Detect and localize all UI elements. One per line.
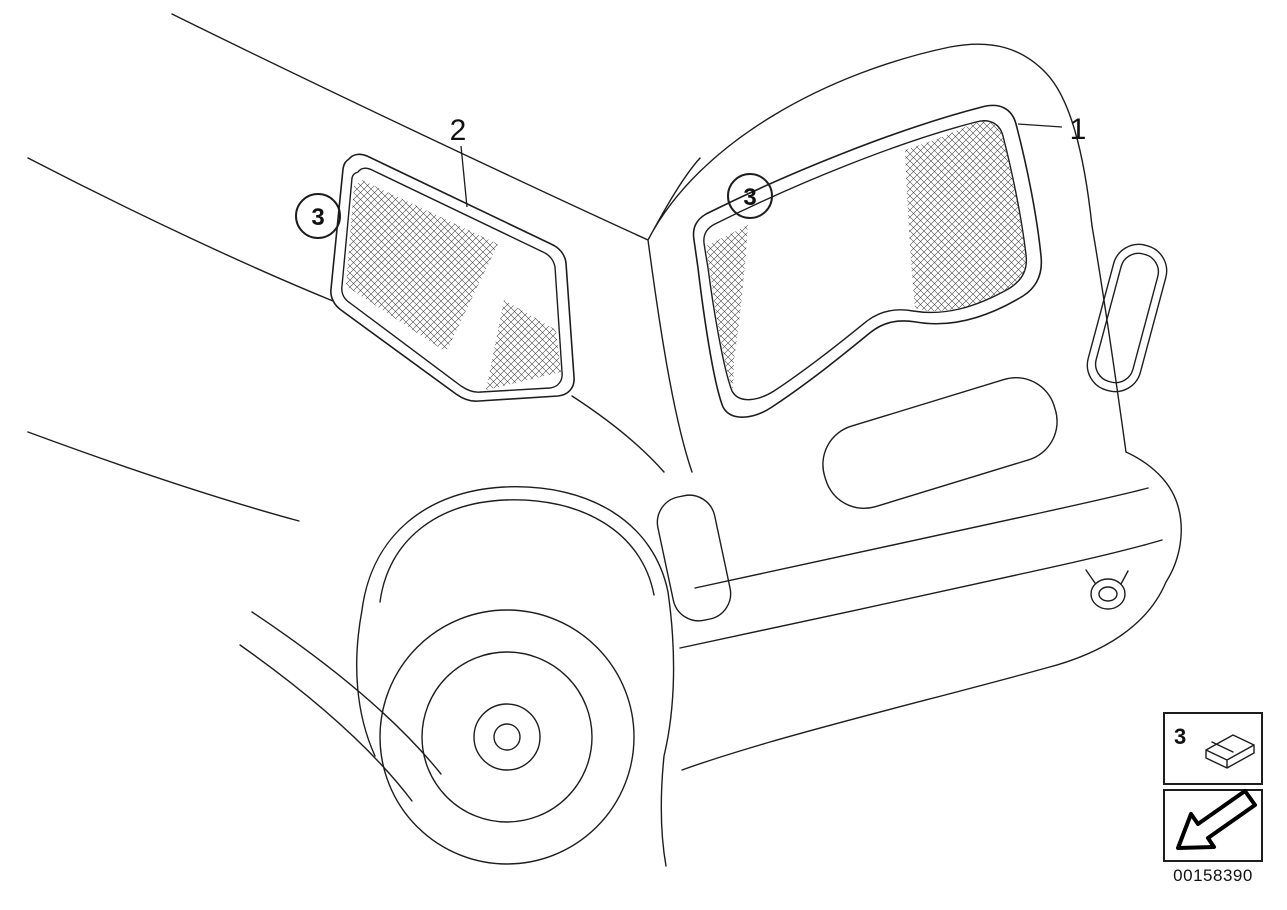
rear-shade-hatch-left-strip bbox=[706, 225, 748, 390]
side-window-shade bbox=[330, 153, 575, 402]
exhaust-tip-outer bbox=[1090, 578, 1126, 610]
quarter-vent-oval bbox=[656, 494, 732, 622]
callout-3-right-label: 3 bbox=[743, 184, 756, 211]
rear-shade-hatch-right bbox=[905, 120, 1027, 312]
direction-arrow-icon bbox=[1176, 789, 1257, 850]
callout-1-label: 1 bbox=[1070, 113, 1087, 146]
tail-light-inner bbox=[1094, 252, 1160, 384]
side-window-frame-outer bbox=[330, 153, 575, 402]
part-number: 00158390 bbox=[1173, 866, 1253, 885]
wheel-rim bbox=[421, 651, 593, 823]
callout-3-left-circle bbox=[295, 193, 341, 239]
sill-lines bbox=[239, 611, 442, 802]
belt-and-crease-lines bbox=[27, 157, 665, 522]
callout-1-leader-line bbox=[1017, 123, 1063, 128]
rear-window-frame-outer bbox=[692, 104, 1043, 418]
exhaust-bracket-lines bbox=[1085, 569, 1129, 585]
wheel-arch bbox=[356, 486, 675, 867]
hatch-recess-oval bbox=[822, 376, 1058, 510]
callout-3-left-label: 3 bbox=[311, 204, 324, 231]
rear-window-shade bbox=[692, 104, 1043, 418]
fastener-detail-label: 3 bbox=[1174, 724, 1186, 749]
fastener-detail-box bbox=[1163, 712, 1263, 785]
direction-detail-box bbox=[1163, 789, 1263, 862]
wheel-center-cap bbox=[493, 723, 521, 751]
side-window-shade-inner bbox=[341, 167, 563, 393]
wheel-tire bbox=[379, 609, 635, 865]
detail-panel: 3 00158390 bbox=[1163, 712, 1263, 885]
right-body-and-bumper-lines bbox=[679, 225, 1182, 771]
rear-window-shade-inner bbox=[703, 120, 1028, 401]
exhaust-tip-inner bbox=[1098, 586, 1118, 602]
callout-2-leader-line bbox=[460, 145, 468, 208]
side-shade-hatch-upper-left bbox=[346, 180, 498, 352]
side-shade-hatch-lower-right bbox=[486, 300, 561, 390]
car-line-art bbox=[27, 13, 1182, 867]
roof-and-pillar-lines bbox=[171, 13, 1093, 473]
tail-light-outer bbox=[1086, 243, 1168, 393]
wheel-hub bbox=[473, 703, 541, 771]
callouts: 2 1 3 3 bbox=[295, 113, 1087, 239]
clip-part-icon bbox=[1205, 734, 1255, 769]
callout-3-right-circle bbox=[727, 173, 773, 219]
callout-2-label: 2 bbox=[450, 114, 467, 147]
